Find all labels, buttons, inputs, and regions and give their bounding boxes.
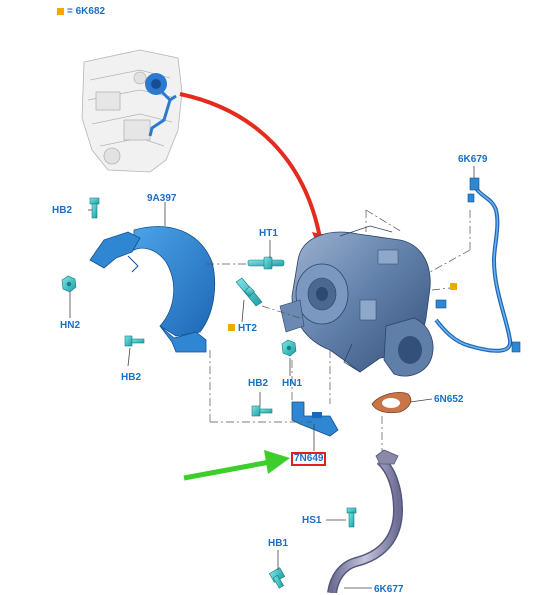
label-hb1: HB1 bbox=[268, 538, 289, 549]
legend-text: = 6K682 bbox=[67, 6, 106, 17]
label-hb2-lower: HB2 bbox=[121, 372, 142, 383]
label-hb2-top: HB2 bbox=[52, 205, 73, 216]
label-6k679: 6K679 bbox=[458, 154, 488, 165]
label-ht1: HT1 bbox=[259, 228, 278, 239]
bolt-hb1 bbox=[268, 567, 286, 589]
engine-turbo-highlight bbox=[145, 73, 177, 137]
bolt-hs1 bbox=[346, 507, 357, 528]
label-9a397: 9A397 bbox=[147, 193, 177, 204]
bolt-hb2-left bbox=[89, 197, 100, 219]
label-ht2: HT2 bbox=[238, 323, 257, 334]
label-6k677: 6K677 bbox=[374, 584, 404, 595]
label-6n652: 6N652 bbox=[434, 394, 464, 405]
marker-6k682-b bbox=[228, 324, 235, 331]
legend: = 6K682 bbox=[57, 6, 105, 17]
gasket-6n652 bbox=[371, 392, 412, 414]
nut-hn2 bbox=[61, 275, 77, 293]
dash-dot-lines bbox=[206, 209, 471, 452]
red-arrow bbox=[179, 92, 330, 252]
leader-lines bbox=[69, 166, 475, 589]
marker-6k682-a bbox=[450, 283, 457, 290]
label-hs1: HS1 bbox=[302, 515, 322, 526]
nut-hn1 bbox=[281, 339, 297, 357]
heat-shield bbox=[89, 226, 216, 353]
bolt-hb2-bracket bbox=[251, 405, 273, 417]
turbocharger bbox=[279, 225, 434, 377]
legend-marker bbox=[57, 8, 64, 15]
label-hn1: HN1 bbox=[282, 378, 303, 389]
stud-ht1 bbox=[247, 256, 285, 270]
green-arrow bbox=[183, 450, 290, 481]
bolt-hb2-lower bbox=[124, 335, 145, 347]
bracket-7n649 bbox=[291, 401, 339, 437]
pipe-6k677 bbox=[327, 449, 404, 593]
oil-line-6k679 bbox=[434, 177, 521, 353]
label-hb2-bracket: HB2 bbox=[248, 378, 269, 389]
label-7n649-highlighted: 7N649 bbox=[291, 452, 327, 466]
label-hn2: HN2 bbox=[60, 320, 81, 331]
stud-ht2 bbox=[235, 277, 263, 307]
